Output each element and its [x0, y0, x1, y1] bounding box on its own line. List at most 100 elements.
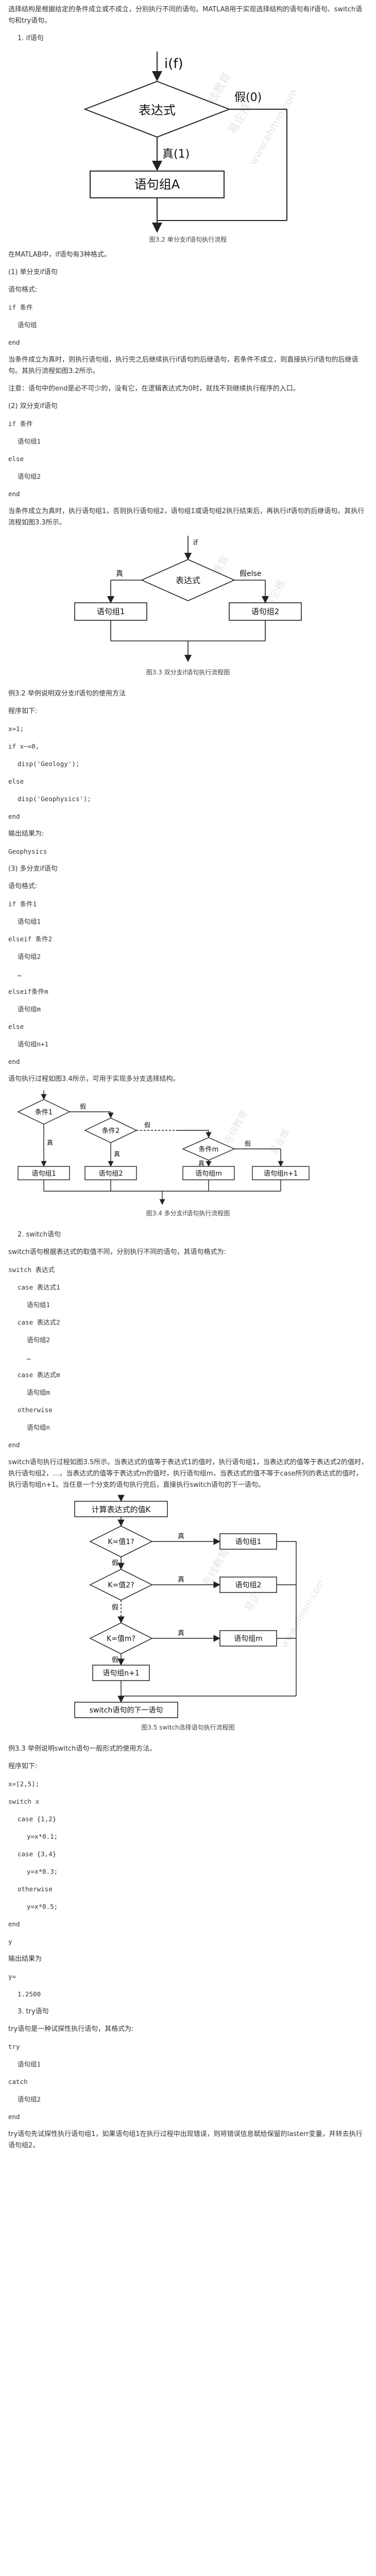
section-title-if: 1. if语句 — [18, 35, 44, 42]
end-note: 注意：语句中的end是必不可少的，没有它，在逻辑表达式为0时，就找不到继续执行程… — [8, 385, 300, 393]
decision-diamond — [141, 559, 235, 601]
code-line: 语句组m — [27, 1388, 50, 1396]
code-line: end — [8, 490, 20, 498]
figure-single-branch-if: 在线教育 易企推 www.ehmm.com i(f) 表达式 假(0) 真(1)… — [0, 47, 376, 233]
code-line: case 表达式1 — [18, 1283, 60, 1291]
if-formats-paragraph: 在MATLAB中，if语句有3种格式。 — [8, 251, 111, 259]
code-line: 语句组n+1 — [18, 1040, 49, 1048]
true-label: 真 — [178, 1533, 184, 1540]
code-line: disp('Geophysics'); — [18, 795, 91, 803]
article: 选择结构是根据给定的条件成立或不成立，分别执行不同的语句。MATLAB用于实现选… — [0, 6, 376, 2149]
program-label: 程序如下: — [8, 1762, 38, 1770]
false-label: 假 — [245, 1140, 251, 1147]
stmt1-label: 语句组1 — [97, 607, 125, 616]
cond1-label: 条件1 — [35, 1108, 53, 1116]
calc-label: 计算表达式的值K — [92, 1505, 151, 1514]
code-line: 语句组2 — [27, 1336, 50, 1344]
false-label: 假 — [112, 1656, 118, 1664]
false-label: 假(0) — [234, 91, 262, 104]
code-line: end — [8, 2113, 20, 2121]
stmtm-label: 语句组m — [234, 1635, 263, 1643]
code-line: y=x*0.5; — [27, 1903, 58, 1910]
true-label: 真 — [198, 1160, 204, 1167]
true-label: 真 — [116, 570, 123, 578]
next-label: switch语句的下一语句 — [90, 1706, 163, 1715]
stmt-label: 语句组A — [134, 177, 180, 192]
watermark-text-2: 易企推 — [268, 1127, 292, 1156]
condm-label: 条件m — [199, 1145, 219, 1154]
single-if-title: (1) 单分支if语句 — [8, 268, 58, 276]
output-value: Geophysics — [8, 848, 47, 855]
figure-caption-3-5: 图3.5 switch选择语句执行流程图 — [141, 1724, 235, 1731]
true-label: 真 — [178, 1630, 184, 1637]
stmtn-label: 语句组n+1 — [264, 1170, 298, 1178]
watermark: 在线教育 易企推 www.ehmm.com — [200, 70, 296, 167]
code-line: switch x — [8, 1798, 40, 1805]
code-line: if 条件 — [8, 420, 33, 428]
code-line: case {3,4} — [18, 1850, 57, 1858]
code-line: end — [8, 338, 20, 346]
code-line: case 表达式m — [18, 1371, 60, 1379]
output-label: 输出结果为 — [8, 1955, 42, 1963]
multi-if-description: 语句执行过程如图3.4所示，可用于实现多分支选择结构。 — [8, 1075, 180, 1083]
code-line: elseif条件m — [8, 988, 48, 995]
multi-if-title: (3) 多分支if语句 — [8, 865, 58, 873]
syntax-label: 语句格式: — [8, 883, 38, 890]
stmt1-label: 语句组1 — [235, 1538, 262, 1546]
statement-box-2 — [219, 1577, 277, 1593]
code-line: 语句组2 — [18, 2095, 41, 2103]
code-line: 语句组1 — [18, 918, 41, 925]
double-branch-flowchart: 在线教育 易企推 if 表达式 真 假else 语句组1 语句组2 — [74, 536, 302, 663]
statement-box-1 — [219, 1533, 277, 1550]
code-line: 语句组1 — [18, 2060, 41, 2068]
double-if-title: (2) 双分支if语句 — [8, 402, 58, 410]
expr-label: 表达式 — [139, 103, 176, 117]
statement-box — [90, 171, 225, 198]
section-title-try: 3. try语句 — [18, 2008, 49, 2015]
cond-label: i(f) — [164, 56, 183, 72]
code-line: try — [8, 2043, 20, 2050]
stmt1-label: 语句组1 — [31, 1170, 56, 1178]
false-label: 假 — [112, 1604, 118, 1612]
figure-multi-branch-if: 在线教育 易企推 条件1 真 假 条件2 真 假 条件m 真 假 — [0, 1088, 376, 1207]
code-line: if x~=0, — [8, 742, 40, 750]
single-branch-flowchart: 在线教育 易企推 www.ehmm.com i(f) 表达式 假(0) 真(1)… — [83, 52, 296, 233]
code-line: … — [18, 970, 22, 978]
figure-double-branch-if: 在线教育 易企推 if 表达式 真 假else 语句组1 语句组2 — [0, 532, 376, 666]
code-line: catch — [8, 2078, 28, 2086]
code-line: else — [8, 777, 24, 785]
switch-intro: switch语句根据表达式的取值不同，分别执行不同的语句，其语句格式为: — [8, 1248, 226, 1256]
true-label: 真 — [47, 1139, 53, 1146]
try-intro: try语句是一种试探性执行语句，其格式为: — [8, 2025, 134, 2033]
statement-box-1 — [18, 1166, 70, 1180]
output-value: 1.2500 — [18, 1990, 41, 1998]
statement-box-2 — [229, 602, 302, 621]
stmtm-label: 语句组m — [195, 1170, 222, 1178]
code-line: … — [27, 1353, 31, 1361]
code-line: end — [8, 1441, 20, 1449]
km-label: K=值m? — [107, 1635, 135, 1643]
code-line: y=x*0.1; — [27, 1833, 58, 1840]
k2-label: K=值2? — [108, 1581, 134, 1589]
example-3-2-title: 例3.2 举例说明双分支if语句的使用方法 — [8, 690, 126, 698]
figure-caption-3-3: 图3.3 双分支if语句执行流程图 — [146, 669, 230, 676]
switch-description: switch语句执行过程如图3.5所示。当表达式的值等于表达式1的值时，执行语句… — [8, 1459, 368, 1489]
figure-switch: 在线教育 易企推 www.ehmm.com 计算表达式的值K K=值1? 真 语… — [0, 1494, 376, 1721]
stmtn-label: 语句组n+1 — [102, 1669, 140, 1677]
single-if-description: 当条件成立为真时，则执行语句组，执行完之后继续执行if语句的后继语句，若条件不成… — [8, 356, 358, 375]
code-line: if 条件1 — [8, 900, 37, 908]
code-line: disp('Geology'); — [18, 760, 80, 768]
code-line: y — [8, 1938, 12, 1945]
false-label: 假 — [112, 1560, 118, 1567]
code-line: elseif 条件2 — [8, 935, 53, 943]
true-label: 真 — [114, 1150, 120, 1158]
code-line: case {1,2} — [18, 1815, 57, 1823]
code-line: 语句组m — [18, 1005, 41, 1013]
code-line: else — [8, 1023, 24, 1030]
code-line: y=x*0.3; — [27, 1868, 58, 1875]
code-line: else — [8, 455, 24, 463]
watermark-text-2: 易企推 — [226, 100, 254, 137]
code-line: end — [8, 812, 20, 820]
if-label: if — [193, 539, 198, 547]
code-line: otherwise — [18, 1885, 53, 1893]
